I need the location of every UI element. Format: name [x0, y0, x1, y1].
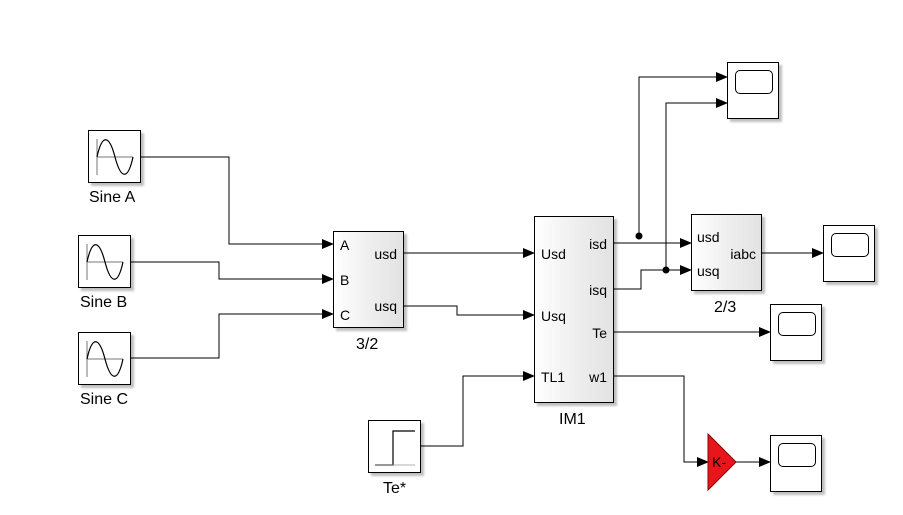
scope-block-3[interactable] — [770, 304, 822, 361]
scope-icon — [778, 312, 816, 336]
wire-w1 — [614, 375, 709, 467]
scope-icon — [778, 443, 816, 467]
wire-te-ref — [421, 371, 535, 447]
motor-block[interactable]: Usd Usq TL1 isd isq Te w1 — [534, 216, 614, 403]
port-out-usq: usq — [374, 298, 397, 314]
gain-label: K- — [712, 454, 726, 470]
port-out-isq: isq — [589, 282, 607, 298]
port-out-w1: w1 — [589, 369, 607, 385]
port-in-b: B — [340, 272, 350, 288]
branch-point — [662, 266, 670, 274]
wire-isq — [614, 265, 692, 290]
sine-b-block[interactable] — [78, 235, 131, 288]
port-in-usq: Usq — [541, 308, 566, 324]
step-icon — [375, 430, 415, 466]
step-block[interactable] — [368, 420, 421, 473]
port-in-usd: usd — [697, 229, 720, 245]
sine-c-block[interactable] — [78, 332, 131, 385]
scope-block-2[interactable] — [823, 225, 875, 282]
sine-wave-icon — [86, 244, 124, 280]
sine-b-label: Sine B — [80, 294, 128, 311]
sine-c-label: Sine C — [80, 391, 129, 408]
transform-32-block[interactable]: A B C usd usq — [333, 231, 404, 328]
port-out-isd: isd — [589, 236, 607, 252]
port-in-usd: Usd — [541, 246, 566, 262]
port-in-tl1: TL1 — [541, 369, 566, 385]
scope-icon — [735, 70, 773, 94]
sine-a-block[interactable] — [88, 130, 141, 183]
transform-23-block[interactable]: usd usq iabc — [691, 214, 762, 291]
wire-sine-a — [141, 156, 334, 249]
wire-sine-b — [131, 261, 334, 284]
sine-wave-icon — [96, 139, 134, 175]
port-out-te: Te — [592, 325, 607, 341]
port-out-iabc: iabc — [730, 246, 756, 262]
step-label: Te* — [383, 480, 407, 497]
sine-a-label: Sine A — [89, 189, 136, 206]
wire-isd-branch — [638, 72, 728, 236]
transform-32-label: 3/2 — [356, 336, 379, 353]
port-in-usq: usq — [697, 263, 720, 279]
wire-usq — [404, 305, 535, 320]
scope-block-1[interactable] — [727, 62, 779, 119]
gain-block-shape — [707, 432, 737, 492]
scope-block-4[interactable] — [770, 435, 822, 492]
scope-icon — [831, 233, 869, 257]
port-in-c: C — [340, 307, 351, 323]
sine-wave-icon — [86, 341, 124, 377]
branch-point — [635, 232, 643, 240]
transform-23-label: 2/3 — [714, 299, 737, 316]
wire-isq-branch — [665, 98, 728, 270]
port-out-usd: usd — [374, 246, 397, 262]
motor-label: IM1 — [559, 411, 586, 428]
port-in-a: A — [340, 237, 350, 253]
wire-sine-c — [131, 309, 334, 359]
